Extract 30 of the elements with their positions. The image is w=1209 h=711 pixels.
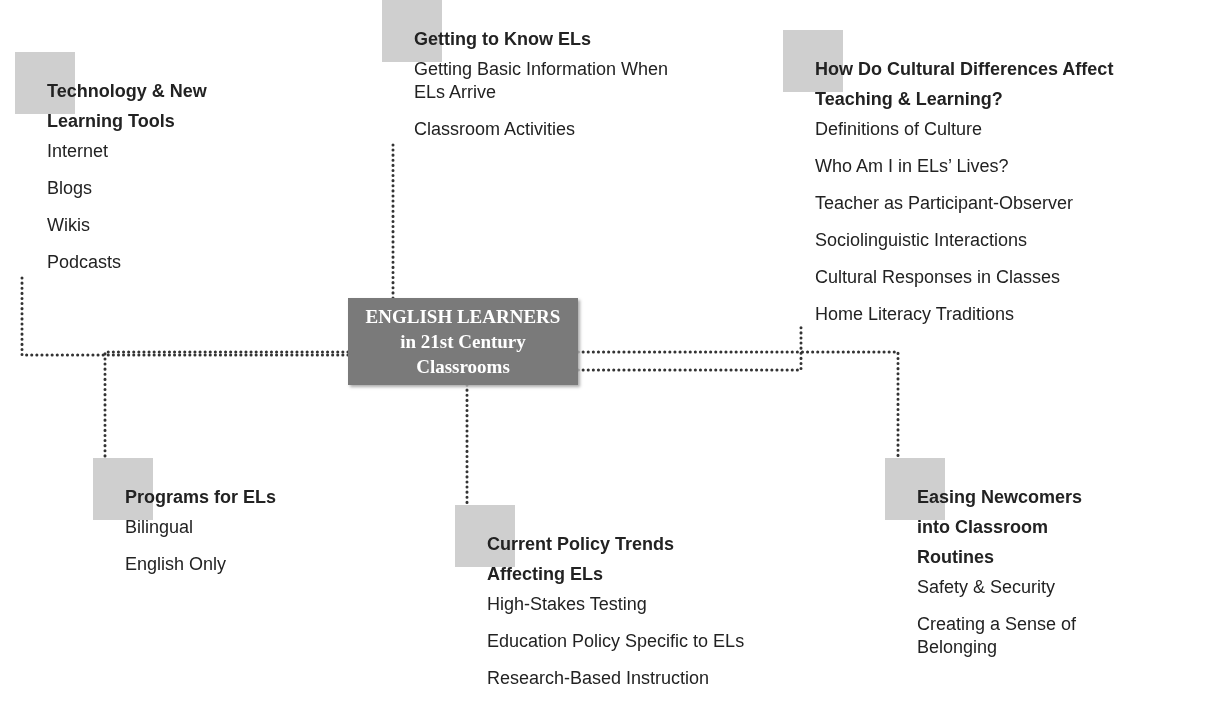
topic-item: Safety & Security bbox=[917, 576, 1057, 599]
topic-item: Bilingual bbox=[125, 516, 195, 539]
topic-item: Cultural Responses in Classes bbox=[815, 266, 1062, 289]
topic-heading: Technology & New Learning Tools bbox=[47, 80, 208, 133]
topic-heading: Programs for ELs bbox=[125, 486, 278, 509]
topic-heading: How Do Cultural Differences Affect Teaching & Learning? bbox=[815, 58, 1115, 111]
topic-heading: Current Policy Trends Affecting ELs bbox=[487, 533, 676, 586]
dotted-connector bbox=[576, 350, 900, 460]
dotted-connector bbox=[465, 383, 469, 507]
central-box: ENGLISH LEARNERS in 21st Century Classrooms bbox=[348, 298, 578, 385]
topic-item: Education Policy Specific to ELs bbox=[487, 630, 746, 653]
topic-item: Research-Based Instruction bbox=[487, 667, 711, 690]
topic-item: Podcasts bbox=[47, 251, 123, 274]
topic-item: Home Literacy Traditions bbox=[815, 303, 1016, 326]
topic-item: Getting Basic Information When ELs Arrive bbox=[414, 58, 670, 104]
topic-item: Teacher as Participant-Observer bbox=[815, 192, 1075, 215]
topic-heading: Easing Newcomers into Classroom Routines bbox=[917, 486, 1084, 569]
topic-item: Wikis bbox=[47, 214, 91, 237]
dotted-connector bbox=[576, 324, 803, 372]
topic-item: Sociolinguistic Interactions bbox=[815, 229, 1029, 252]
topic-item: High-Stakes Testing bbox=[487, 593, 648, 616]
topic-item: Who Am I in ELs’ Lives? bbox=[815, 155, 1010, 178]
topic-item: Blogs bbox=[47, 177, 94, 200]
topic-item: Classroom Activities bbox=[414, 118, 577, 141]
topic-item: English Only bbox=[125, 553, 228, 576]
dotted-connector bbox=[103, 350, 350, 460]
topic-item: Definitions of Culture bbox=[815, 118, 984, 141]
topic-item: Creating a Sense of Belonging bbox=[917, 613, 1077, 659]
topic-heading: Getting to Know ELs bbox=[414, 28, 592, 51]
topic-item: Internet bbox=[47, 140, 110, 163]
